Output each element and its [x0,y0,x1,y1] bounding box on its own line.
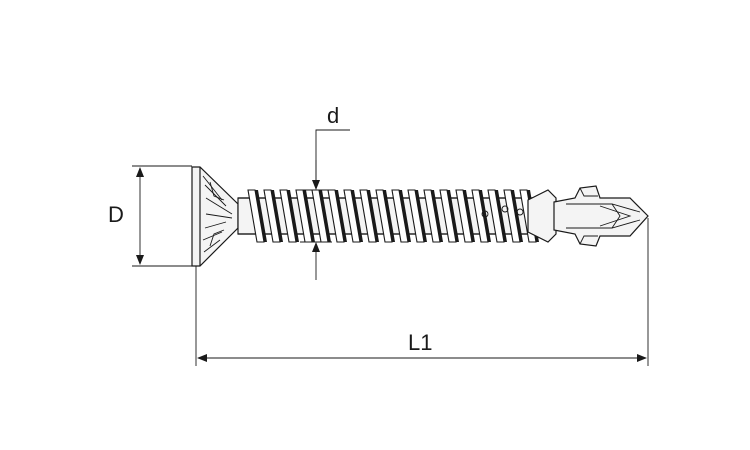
thread-shadow [271,190,283,242]
dimension-shank-diameter: d [300,103,350,280]
thread-shadow [447,190,459,242]
thread-shadow [399,190,411,242]
thread-shadow [415,190,427,242]
overall-length-label: L1 [408,330,432,355]
drill-point [553,185,649,247]
thread-shadow [495,190,507,242]
thread-shadow [383,190,395,242]
thread-shadow [511,190,523,242]
thread-shadow [319,190,331,242]
thread-shadow [367,190,379,242]
thread-shadow [303,190,315,242]
shank-diameter-label: d [327,103,339,128]
thread-shadow [351,190,363,242]
thread-shadow [463,190,475,242]
thread-shadow [287,190,299,242]
thread-shadow [255,190,267,242]
screw-head [191,166,239,267]
dimension-head-diameter: D [108,165,192,267]
thread-shadow [479,190,491,242]
head-diameter-label: D [108,202,124,227]
thread-shadow [431,190,443,242]
thread-shadow [335,190,347,242]
screw-wings [481,189,557,243]
dimension-overall-length: L1 [195,218,649,366]
